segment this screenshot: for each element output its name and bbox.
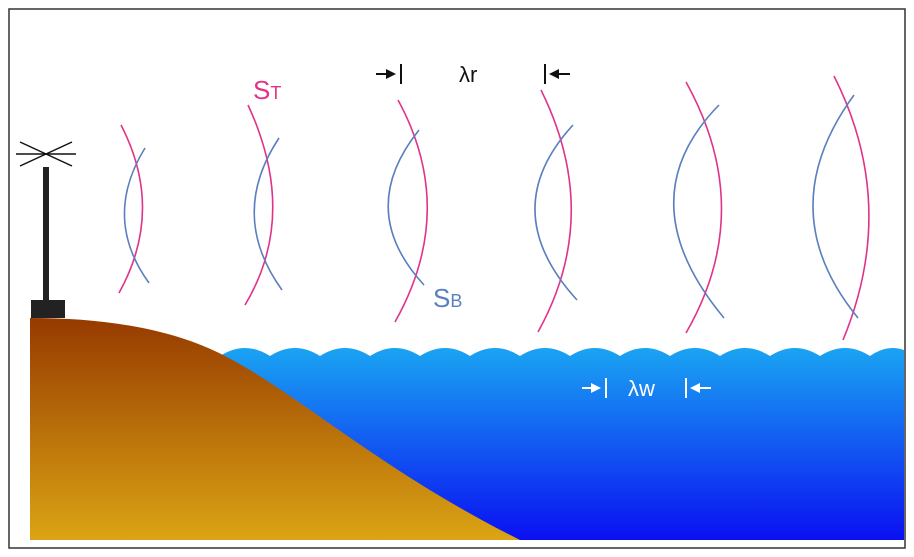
lambda-w-marker <box>582 378 711 398</box>
s-top-curve <box>394 99 429 323</box>
arrow-right-bar-icon <box>582 378 607 398</box>
arrow-right-bar-icon <box>376 64 402 84</box>
s-bottom-curve <box>672 104 725 319</box>
wave-front-pair-2 <box>244 104 283 306</box>
wave-front-pair-5 <box>672 81 725 334</box>
coastal-land <box>30 318 520 540</box>
wave-front-pair-4 <box>534 89 578 333</box>
s-bottom-curve <box>253 137 283 291</box>
s-top-curve <box>537 89 573 333</box>
wave-front-pair-6 <box>812 75 870 341</box>
s-top-label: ST <box>253 75 281 105</box>
s-top-curve <box>118 124 144 294</box>
wave-front-pair-1 <box>118 124 150 294</box>
s-top-subscript: T <box>270 83 281 103</box>
s-top-curve <box>685 81 723 334</box>
antenna-base <box>31 300 65 318</box>
s-bottom-label: SB <box>433 283 462 313</box>
lambda-r-label: λr <box>459 62 477 87</box>
bar-arrow-left-icon <box>544 64 570 84</box>
lambda-r-marker <box>376 64 570 84</box>
s-bottom-curve <box>534 124 578 301</box>
s-bottom-curve <box>387 129 425 286</box>
s-bottom-curve <box>123 147 150 284</box>
lambda-w-label: λw <box>628 376 655 401</box>
radar-antenna-icon <box>16 141 76 318</box>
antenna-mast <box>43 167 49 304</box>
wave-front-pair-3 <box>387 99 429 323</box>
s-bottom-curve <box>812 94 859 319</box>
s-bottom-subscript: B <box>450 291 462 311</box>
s-top-curve <box>833 75 870 341</box>
antenna-element-icon <box>16 141 76 167</box>
bar-arrow-left-icon <box>685 378 711 398</box>
s-top-curve <box>244 104 274 306</box>
